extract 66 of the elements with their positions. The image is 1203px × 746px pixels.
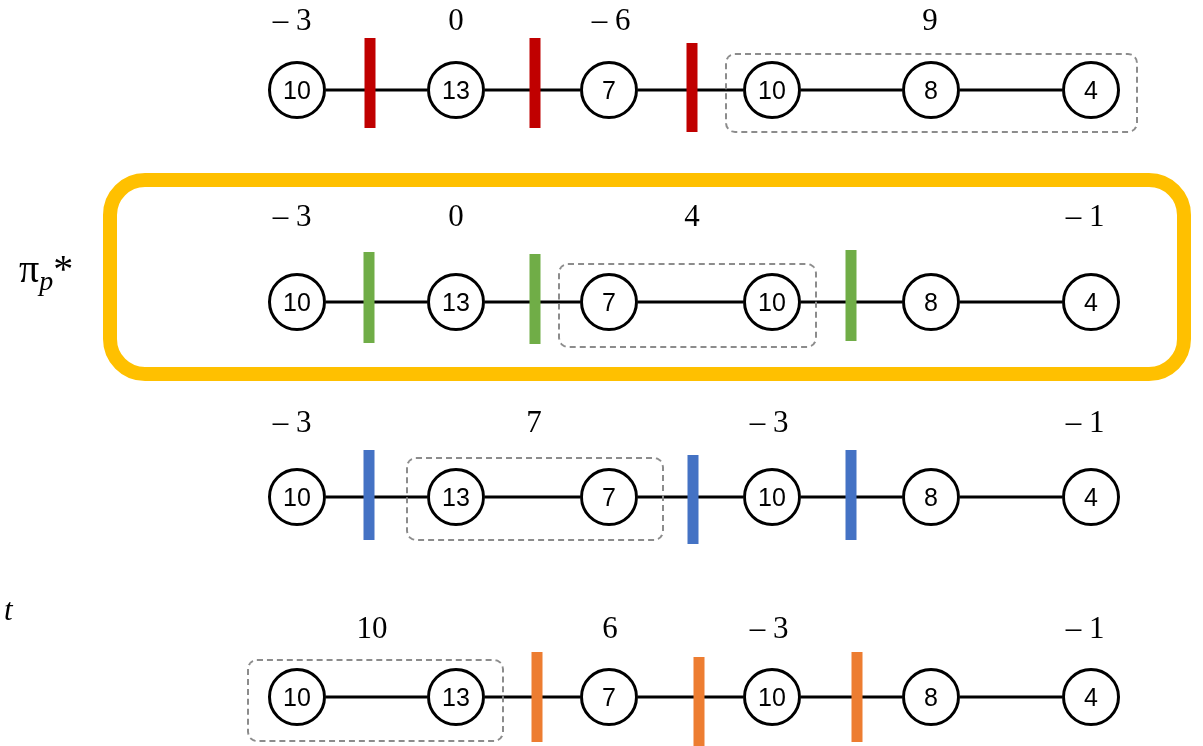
connector-line: [638, 695, 743, 699]
dashed-group-box: [247, 659, 504, 742]
connector-line: [801, 495, 902, 499]
node-circle: 13: [427, 273, 485, 331]
connector-line: [485, 300, 580, 304]
node-circle: 10: [268, 61, 326, 119]
node-circle: 8: [902, 468, 960, 526]
connector-line: [801, 300, 902, 304]
connector-line: [960, 88, 1062, 92]
sum-label: 0: [448, 198, 464, 234]
node-circle: 10: [268, 468, 326, 526]
node-circle: 4: [1062, 668, 1120, 726]
sum-label: – 1: [1065, 404, 1105, 440]
node-circle: 7: [580, 668, 638, 726]
connector-line: [326, 300, 427, 304]
node-circle: 13: [427, 61, 485, 119]
node-circle: 10: [743, 61, 801, 119]
node-circle: 8: [902, 668, 960, 726]
box-heading: π$_{p}$*: [19, 245, 74, 297]
node-circle: 8: [902, 61, 960, 119]
connector-line: [638, 300, 743, 304]
connector-line: [485, 695, 580, 699]
node-circle: 10: [268, 668, 326, 726]
connector-line: [960, 495, 1062, 499]
connector-line: [326, 695, 427, 699]
connector-line: [960, 300, 1062, 304]
sum-label: 0: [448, 2, 464, 38]
node-circle: 4: [1062, 61, 1120, 119]
node-circle: 8: [902, 273, 960, 331]
dashed-group-box: [406, 457, 664, 541]
sum-label: – 6: [591, 2, 631, 38]
connector-line: [326, 495, 427, 499]
connector-line: [960, 695, 1062, 699]
node-circle: 10: [743, 468, 801, 526]
connector-line: [326, 88, 427, 92]
sum-label: – 1: [1065, 198, 1105, 234]
node-circle: 10: [268, 273, 326, 331]
connector-line: [638, 88, 743, 92]
node-circle: 7: [580, 273, 638, 331]
sum-label: – 3: [749, 404, 789, 440]
node-circle: 4: [1062, 273, 1120, 331]
node-circle: 10: [743, 273, 801, 331]
sum-label: 4: [684, 198, 700, 234]
dashed-group-box: [725, 53, 1138, 133]
variable-label: t: [4, 592, 13, 628]
dashed-group-box: [558, 263, 817, 348]
sum-label: – 3: [272, 2, 312, 38]
connector-line: [485, 495, 580, 499]
connector-line: [801, 88, 902, 92]
sum-label: 7: [526, 404, 542, 440]
node-circle: 13: [427, 468, 485, 526]
sum-label: – 3: [272, 404, 312, 440]
connector-line: [638, 495, 743, 499]
connector-line: [801, 695, 902, 699]
sum-label: – 3: [749, 610, 789, 646]
node-circle: 10: [743, 668, 801, 726]
node-circle: 7: [580, 61, 638, 119]
node-circle: 13: [427, 668, 485, 726]
node-circle: 7: [580, 468, 638, 526]
connector-line: [485, 88, 580, 92]
sum-label: 10: [356, 610, 388, 646]
sum-label: – 3: [272, 198, 312, 234]
sum-label: – 1: [1065, 610, 1105, 646]
sum-label: 9: [922, 2, 938, 38]
node-circle: 4: [1062, 468, 1120, 526]
sum-label: 6: [602, 610, 618, 646]
